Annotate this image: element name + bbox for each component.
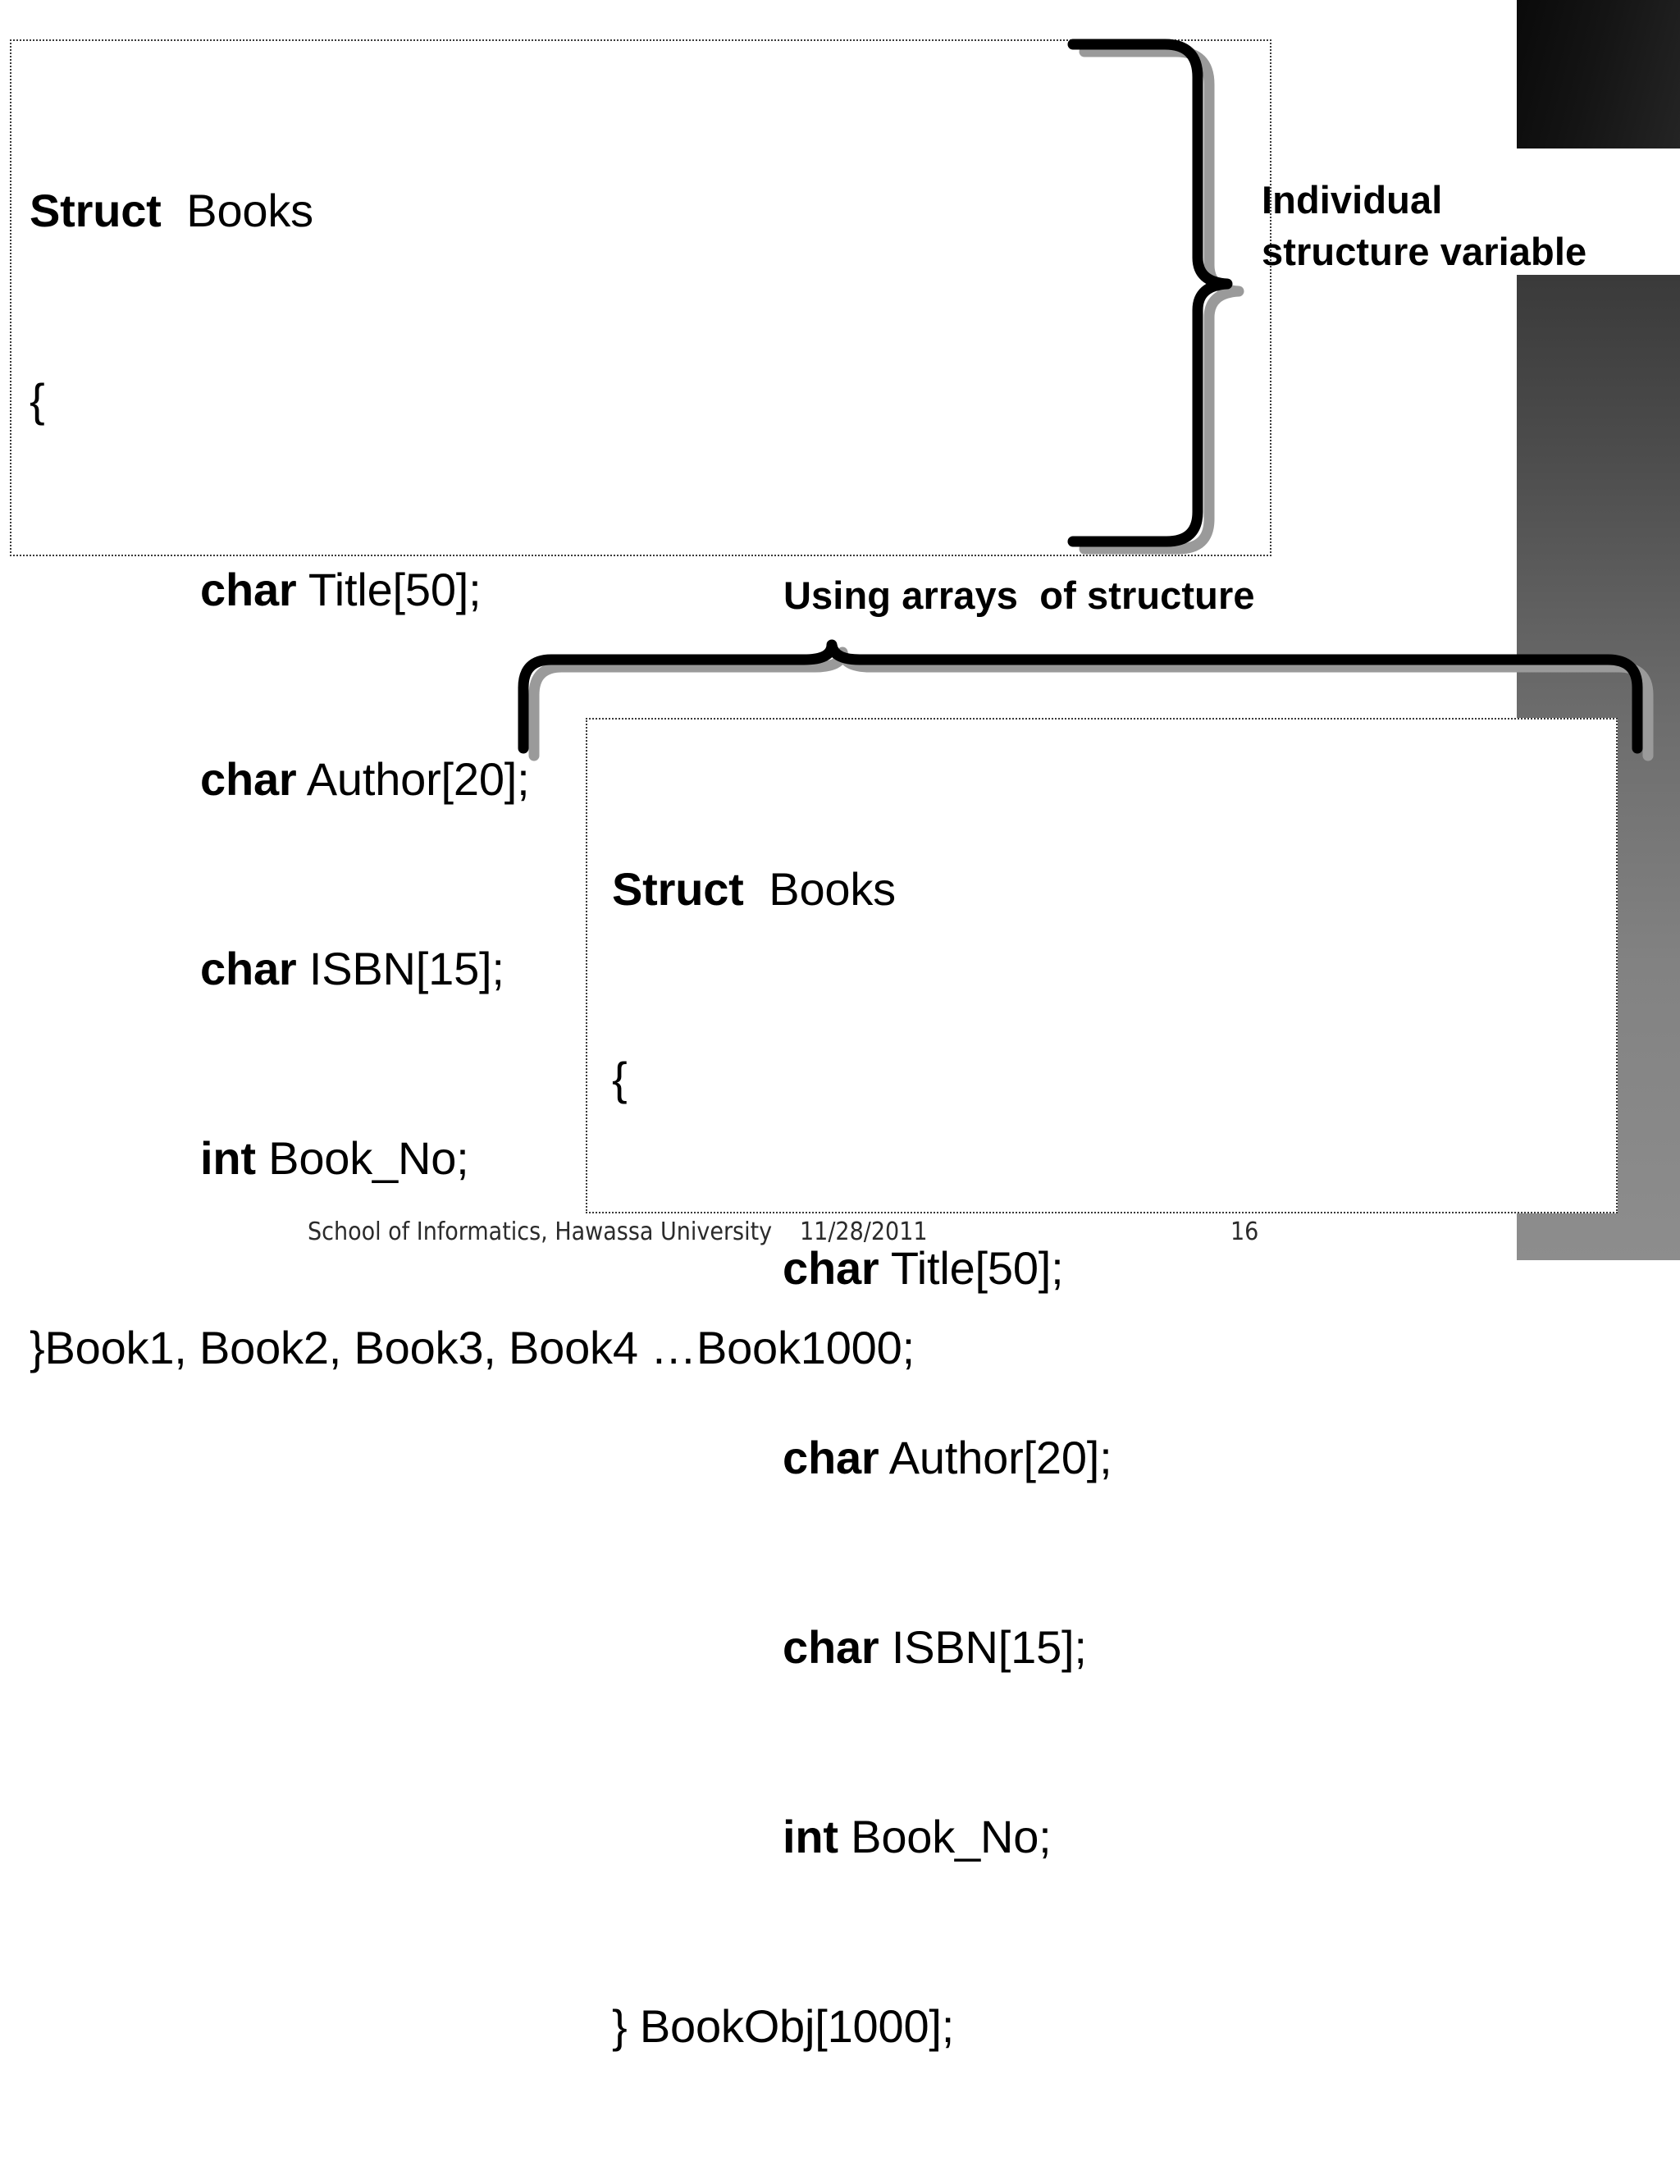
code-text: Author[20]; [296,753,530,805]
code-line: char ISBN[15]; [30,937,1270,1000]
code-block-individual-variables: Struct Books { char Title[50]; char Auth… [10,39,1271,1373]
right-curly-brace-icon [1067,39,1244,555]
code-keyword: char [200,753,297,805]
footer-date: 11/28/2011 [800,1218,928,1246]
code-line: } BookObj[1000]; [612,1994,1616,2058]
slide-canvas: Struct Books { char Title[50]; char Auth… [0,0,1680,2052]
code-text: Book_No; [838,1811,1052,1862]
code-text: Title[50]; [296,564,482,615]
code-line: char Author[20]; [30,747,1270,811]
code-text: ISBN[15]; [296,943,504,994]
decorative-dark-bar [1517,0,1680,148]
code-text: { [30,374,45,426]
code-text: { [612,1053,628,1104]
code-block-array-of-structure: Struct Books { char Title[50]; char Auth… [586,718,1618,2052]
code-keyword: char [200,564,297,615]
code-line: Struct Books [612,857,1616,921]
code-keyword: Struct [612,863,744,915]
code-keyword: char [783,1621,879,1673]
code-text: Author[20]; [879,1432,1112,1483]
code-line: { [30,368,1270,432]
code-text: Book_No; [255,1132,469,1184]
code-text: ISBN[15]; [879,1621,1087,1673]
code-line: char Title[50]; [30,558,1270,621]
slide-footer: School of Informatics, Hawassa Universit… [0,1213,1517,1260]
code-line: Struct Books [30,179,1270,242]
code-keyword: int [200,1132,256,1184]
code-line: char ISBN[15]; [612,1615,1616,1679]
code-line: int Book_No; [612,1805,1616,1868]
code-text: Books [161,185,313,236]
footer-school: School of Informatics, Hawassa Universit… [308,1218,773,1246]
code-keyword: int [783,1811,838,1862]
top-curly-brace-icon [518,639,1654,761]
code-line: { [612,1047,1616,1110]
code-lines-2: Struct Books { char Title[50]; char Auth… [587,720,1616,2184]
code-keyword: char [200,943,297,994]
footer-page-number: 16 [1230,1218,1259,1246]
callout-individual-structure-variable: Individual structure variable [1262,178,1587,273]
code-keyword: char [783,1432,879,1483]
callout-using-arrays-of-structure: Using arrays of structure [783,573,1255,617]
code-text: Books [743,863,896,915]
code-keyword: Struct [30,185,162,236]
code-text: } BookObj[1000]; [612,2000,955,2052]
code-line: char Author[20]; [612,1426,1616,1489]
code-line: int Book_No; [30,1126,1270,1190]
